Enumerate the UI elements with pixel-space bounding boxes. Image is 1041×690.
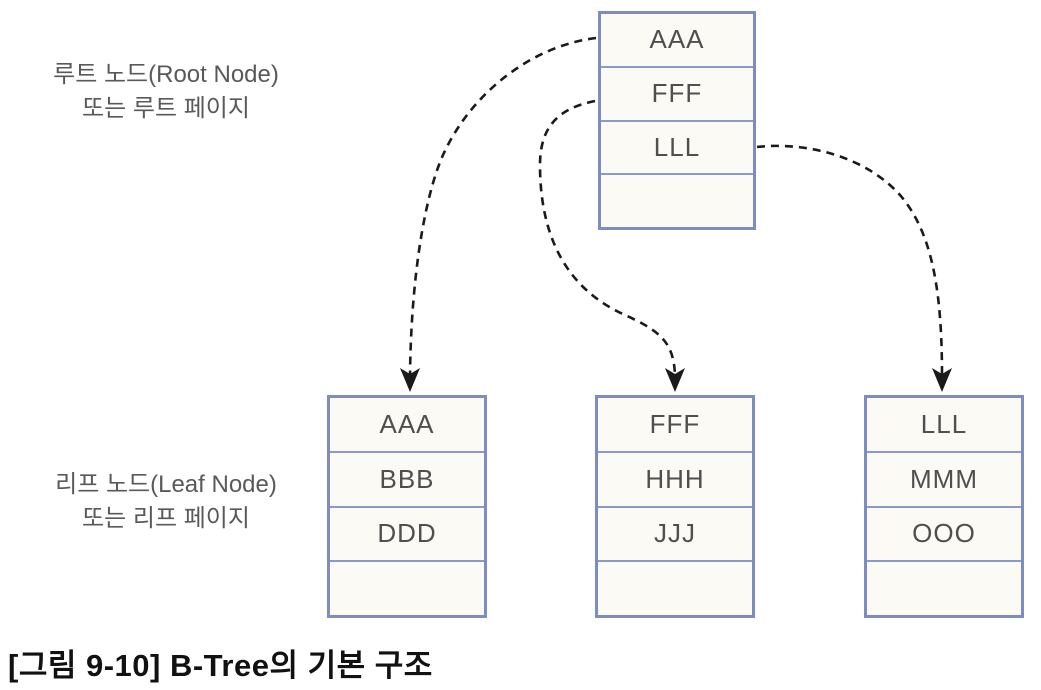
node-cell: MMM xyxy=(867,453,1021,508)
node-cell: AAA xyxy=(601,14,753,68)
node-cell: DDD xyxy=(330,508,484,563)
node-cell: LLL xyxy=(867,398,1021,453)
leaf-node-label: 리프 노드(Leaf Node) 또는 리프 페이지 xyxy=(10,468,322,536)
leaf-node-box-3: LLL MMM OOO xyxy=(864,395,1024,618)
root-node-label-line2: 또는 루트 페이지 xyxy=(82,95,250,122)
node-cell-empty xyxy=(598,562,752,615)
node-cell: FFF xyxy=(598,398,752,453)
node-cell: LLL xyxy=(601,122,753,176)
node-cell: FFF xyxy=(601,68,753,122)
root-node-label: 루트 노드(Root Node) 또는 루트 페이지 xyxy=(10,58,322,126)
node-cell: HHH xyxy=(598,453,752,508)
node-cell-empty xyxy=(867,562,1021,615)
node-cell: OOO xyxy=(867,508,1021,563)
arrowhead-leaf3 xyxy=(932,368,952,392)
leaf-node-box-1: AAA BBB DDD xyxy=(327,395,487,618)
arrow-root-lll-to-leaf3 xyxy=(756,144,944,377)
leaf-node-label-line1: 리프 노드(Leaf Node) xyxy=(55,471,277,498)
node-cell: AAA xyxy=(330,398,484,453)
arrowhead-leaf2 xyxy=(665,368,685,392)
leaf-node-box-2: FFF HHH JJJ xyxy=(595,395,755,618)
figure-caption: [그림 9-10] B-Tree의 기본 구조 xyxy=(8,648,433,683)
arrow-root-aaa-to-leaf1 xyxy=(408,36,597,377)
node-cell-empty xyxy=(601,175,753,227)
arrowhead-leaf1 xyxy=(400,368,420,392)
node-cell-empty xyxy=(330,562,484,615)
root-node-label-line1: 루트 노드(Root Node) xyxy=(53,61,279,88)
root-node-box: AAA FFF LLL xyxy=(598,11,756,230)
node-cell: JJJ xyxy=(598,508,752,563)
node-cell: BBB xyxy=(330,453,484,508)
leaf-node-label-line2: 또는 리프 페이지 xyxy=(82,505,250,532)
